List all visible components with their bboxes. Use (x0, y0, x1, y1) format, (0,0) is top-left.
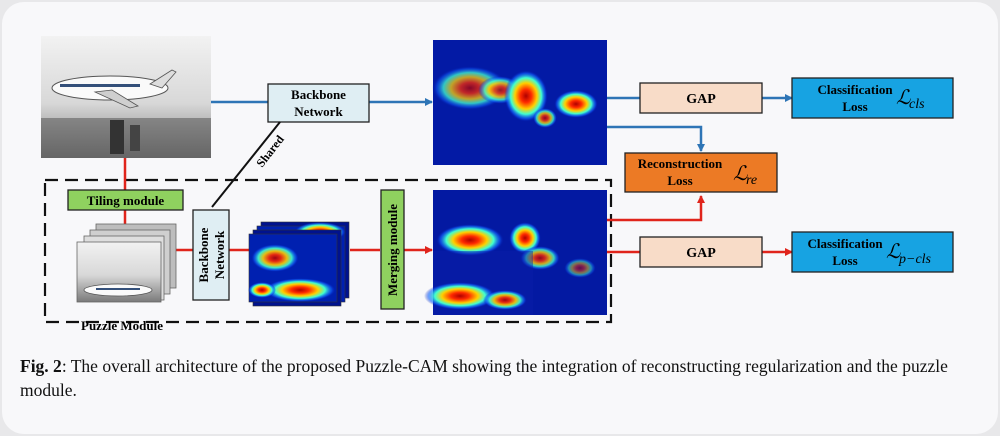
svg-text:Classification: Classification (807, 236, 883, 251)
svg-text:Tiling module: Tiling module (87, 193, 165, 208)
caption-text: : The overall architecture of the propos… (20, 356, 948, 400)
svg-text:Loss: Loss (832, 253, 857, 268)
arrow-merged-cam-to-recon (607, 195, 705, 222)
svg-text:Network: Network (212, 230, 227, 279)
svg-text:Loss: Loss (842, 99, 867, 114)
merging-module: Merging module (380, 189, 405, 310)
classification-loss-top: Classification Loss ℒ cls (791, 77, 954, 119)
shared-label: Shared (253, 132, 287, 170)
svg-text:ℒ: ℒ (886, 241, 901, 263)
gap-bottom: GAP (639, 236, 763, 268)
puzzle-module-frame (43, 178, 613, 324)
svg-text:ℒ: ℒ (896, 87, 911, 109)
figure-caption: Fig. 2: The overall architecture of the … (20, 354, 980, 402)
svg-text:Network: Network (294, 104, 343, 119)
svg-text:Backbone: Backbone (196, 227, 211, 282)
cam-heatmap-top (432, 40, 607, 165)
svg-text:cls: cls (909, 97, 925, 112)
svg-text:Backbone: Backbone (291, 87, 346, 102)
svg-text:ℒ: ℒ (733, 163, 748, 185)
cam-heatmap-bottom (424, 190, 607, 315)
svg-text:Merging module: Merging module (385, 204, 400, 296)
svg-text:GAP: GAP (686, 92, 716, 107)
svg-text:Loss: Loss (667, 173, 692, 188)
gap-top: GAP (639, 82, 763, 114)
svg-text:GAP: GAP (686, 246, 716, 261)
svg-text:re: re (746, 173, 757, 188)
shared-weights-link (211, 121, 281, 208)
svg-text:Reconstruction: Reconstruction (638, 156, 723, 171)
tiled-input-images (76, 223, 177, 303)
reconstruction-loss: Reconstruction Loss ℒ re (624, 152, 778, 193)
backbone-network-top: Backbone Network (267, 83, 370, 123)
puzzle-module-label: Puzzle Module (81, 318, 163, 333)
caption-label: Fig. 2 (20, 356, 62, 376)
classification-loss-bottom: Classification Loss ℒ p−cls (791, 231, 954, 273)
svg-text:p−cls: p−cls (898, 252, 932, 267)
arrow-cam-to-recon (607, 125, 705, 152)
svg-text:Classification: Classification (817, 82, 893, 97)
input-airplane-image (41, 36, 211, 158)
tiled-cam-stack (248, 221, 350, 307)
tiling-module: Tiling module (67, 189, 184, 211)
backbone-network-bottom: Backbone Network (192, 209, 230, 301)
